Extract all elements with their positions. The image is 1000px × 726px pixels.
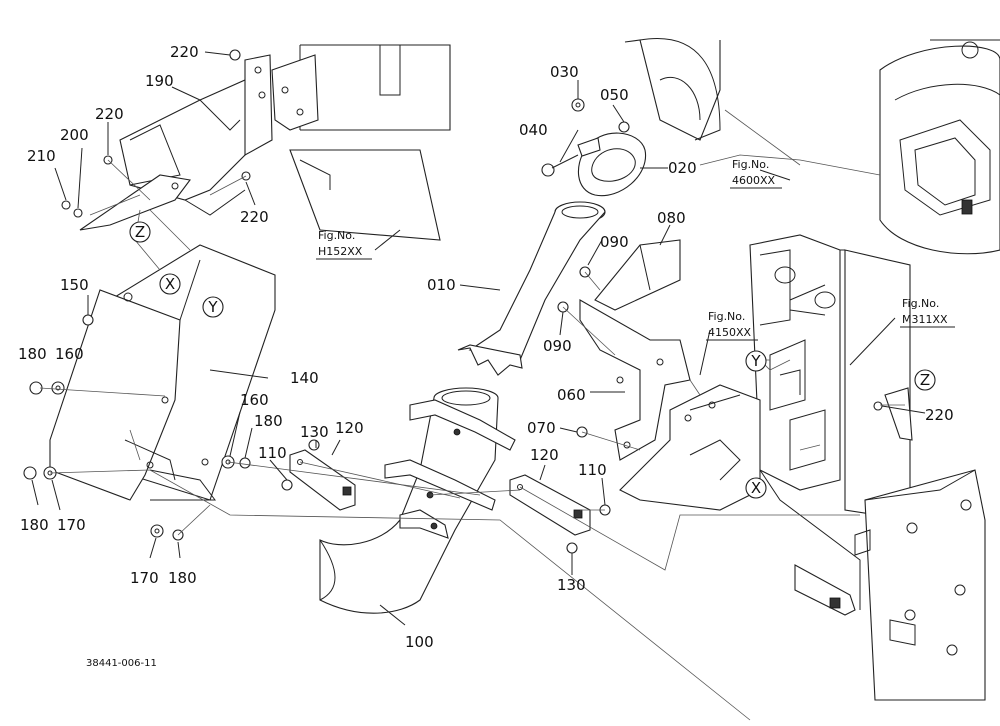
part-020-clamp bbox=[577, 132, 647, 197]
view-marker-label: Z bbox=[135, 223, 145, 241]
upper-panel bbox=[271, 44, 451, 241]
callout-label: 090 bbox=[543, 337, 572, 355]
fig-ref-code: 4600XX bbox=[732, 174, 776, 187]
callout-label: 170 bbox=[57, 516, 86, 534]
view-marker-label: Y bbox=[750, 352, 761, 370]
fig-ref-prefix: Fig.No. bbox=[902, 297, 939, 310]
part-140-cover bbox=[49, 244, 276, 501]
callout-label: 070 bbox=[527, 419, 556, 437]
callout-label: 150 bbox=[60, 276, 89, 294]
callout-label: 080 bbox=[657, 209, 686, 227]
view-marker-label: X bbox=[165, 275, 175, 293]
callout-label: 130 bbox=[557, 576, 586, 594]
drawing-number: 38441-006-11 bbox=[86, 658, 157, 669]
callout-label: 180 bbox=[254, 412, 283, 430]
callout-label: 170 bbox=[130, 569, 159, 587]
callout-label: 190 bbox=[145, 72, 174, 90]
fig-ref-code: M311XX bbox=[902, 313, 948, 326]
view-markers: Z X Y Y Z X bbox=[129, 221, 936, 499]
part-010-duct bbox=[457, 201, 606, 376]
callout-label: 180 bbox=[18, 345, 47, 363]
fig-ref-4150: Fig.No. 4150XX bbox=[706, 310, 758, 341]
callout-label: 160 bbox=[240, 391, 269, 409]
callout-label: 180 bbox=[168, 569, 197, 587]
view-marker-label: Z bbox=[920, 371, 930, 389]
callout-label: 090 bbox=[600, 233, 629, 251]
part-120-strap-right bbox=[509, 474, 591, 536]
callout-label: 220 bbox=[925, 406, 954, 424]
callout-label: 140 bbox=[290, 369, 319, 387]
callout-label: 180 bbox=[20, 516, 49, 534]
callout-label: 220 bbox=[170, 43, 199, 61]
frame-structure bbox=[749, 234, 986, 701]
view-marker-label: X bbox=[751, 479, 761, 497]
callout-label: 050 bbox=[600, 86, 629, 104]
fig-ref-code: 4150XX bbox=[708, 326, 752, 339]
callout-label: 040 bbox=[519, 121, 548, 139]
part-100-duct bbox=[319, 387, 516, 614]
part-120-strap-left bbox=[289, 449, 356, 511]
fig-ref-h152: Fig.No. H152XX bbox=[316, 229, 372, 260]
callout-label: 020 bbox=[668, 159, 697, 177]
callout-label: 010 bbox=[427, 276, 456, 294]
callout-label: 200 bbox=[60, 126, 89, 144]
fig-ref-prefix: Fig.No. bbox=[732, 158, 769, 171]
leader-lines bbox=[31, 51, 926, 626]
callout-label: 220 bbox=[95, 105, 124, 123]
fig-ref-code: H152XX bbox=[318, 245, 363, 258]
part-060-bracket bbox=[579, 299, 691, 461]
callout-label: 120 bbox=[335, 419, 364, 437]
callout-label: 110 bbox=[578, 461, 607, 479]
callout-label: 110 bbox=[258, 444, 287, 462]
callout-label: 160 bbox=[55, 345, 84, 363]
fig-ref-4600: Fig.No. 4600XX bbox=[730, 158, 782, 189]
part-200-bracket bbox=[79, 174, 191, 231]
callout-label: 130 bbox=[300, 423, 329, 441]
callout-label: 100 bbox=[405, 633, 434, 651]
part-4150-bracket bbox=[619, 384, 761, 511]
fig-ref-prefix: Fig.No. bbox=[318, 229, 355, 242]
fig-ref-m311: Fig.No. M311XX bbox=[900, 297, 955, 328]
view-marker-label: Y bbox=[207, 298, 218, 316]
hardware bbox=[23, 49, 913, 554]
engine-housing bbox=[624, 38, 1000, 255]
callouts: 220 190 220 200 210 220 150 180 160 140 … bbox=[18, 43, 954, 651]
part-190-guard bbox=[119, 54, 273, 216]
fig-ref-prefix: Fig.No. bbox=[708, 310, 745, 323]
callout-label: 120 bbox=[530, 446, 559, 464]
callout-label: 030 bbox=[550, 63, 579, 81]
callout-label: 210 bbox=[27, 147, 56, 165]
part-080-guard bbox=[594, 239, 681, 311]
callout-label: 060 bbox=[557, 386, 586, 404]
callout-label: 220 bbox=[240, 208, 269, 226]
